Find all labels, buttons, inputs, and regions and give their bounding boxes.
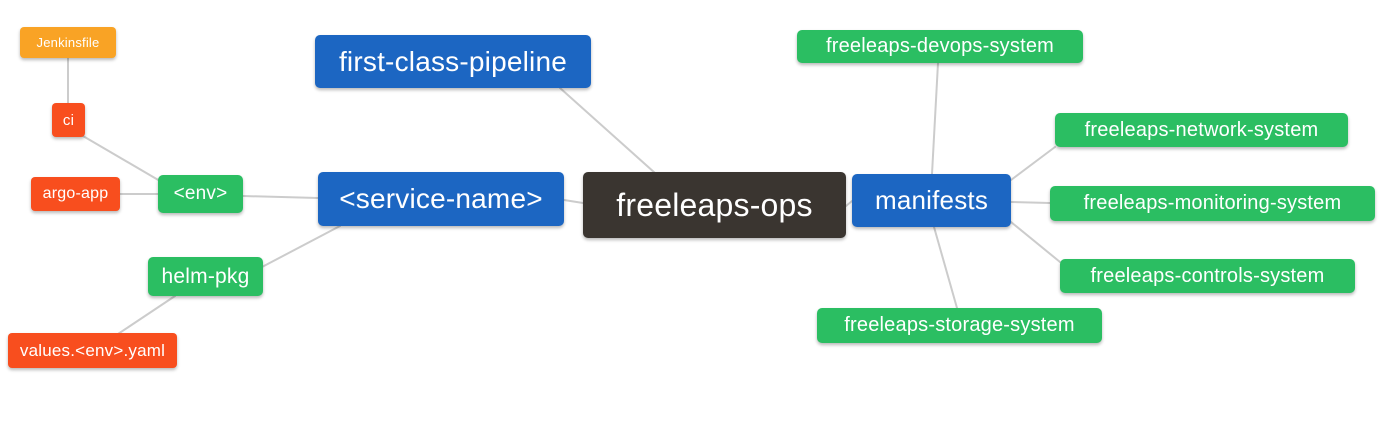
- edge-manifests--freeleaps-monitoring-system: [1010, 201, 1051, 204]
- edge-env--service-name: [242, 195, 319, 199]
- node-freeleaps-storage-system[interactable]: freeleaps-storage-system: [817, 308, 1102, 343]
- edge-manifests--freeleaps-controls-system: [1010, 221, 1061, 263]
- node-freeleaps-network-system[interactable]: freeleaps-network-system: [1055, 113, 1348, 147]
- node-first-class-pipeline[interactable]: first-class-pipeline: [315, 35, 591, 88]
- edge-freeleaps-ops--manifests: [845, 200, 853, 207]
- edge-first-class-pipeline--freeleaps-ops: [559, 87, 656, 174]
- node-ci[interactable]: ci: [52, 103, 85, 137]
- node-helm-pkg[interactable]: helm-pkg: [148, 257, 263, 296]
- node-env[interactable]: <env>: [158, 175, 243, 213]
- edge-ci--env: [82, 135, 161, 182]
- edge-manifests--freeleaps-network-system: [1010, 146, 1056, 181]
- node-jenkinsfile[interactable]: Jenkinsfile: [20, 27, 116, 58]
- edge-helm-pkg--values-env-yaml: [117, 295, 176, 335]
- node-service-name[interactable]: <service-name>: [318, 172, 564, 226]
- edge-service-name--freeleaps-ops: [563, 199, 584, 204]
- edge-service-name--helm-pkg: [261, 225, 341, 268]
- edge-manifests--freeleaps-storage-system: [933, 226, 958, 309]
- edge-freeleaps-devops-system--manifests: [931, 62, 939, 175]
- node-freeleaps-monitoring-system[interactable]: freeleaps-monitoring-system: [1050, 186, 1375, 221]
- node-manifests[interactable]: manifests: [852, 174, 1011, 227]
- node-freeleaps-controls-system[interactable]: freeleaps-controls-system: [1060, 259, 1355, 293]
- node-freeleaps-devops-system[interactable]: freeleaps-devops-system: [797, 30, 1083, 63]
- node-freeleaps-ops[interactable]: freeleaps-ops: [583, 172, 846, 238]
- node-values-env-yaml[interactable]: values.<env>.yaml: [8, 333, 177, 368]
- node-argo-app[interactable]: argo-app: [31, 177, 120, 211]
